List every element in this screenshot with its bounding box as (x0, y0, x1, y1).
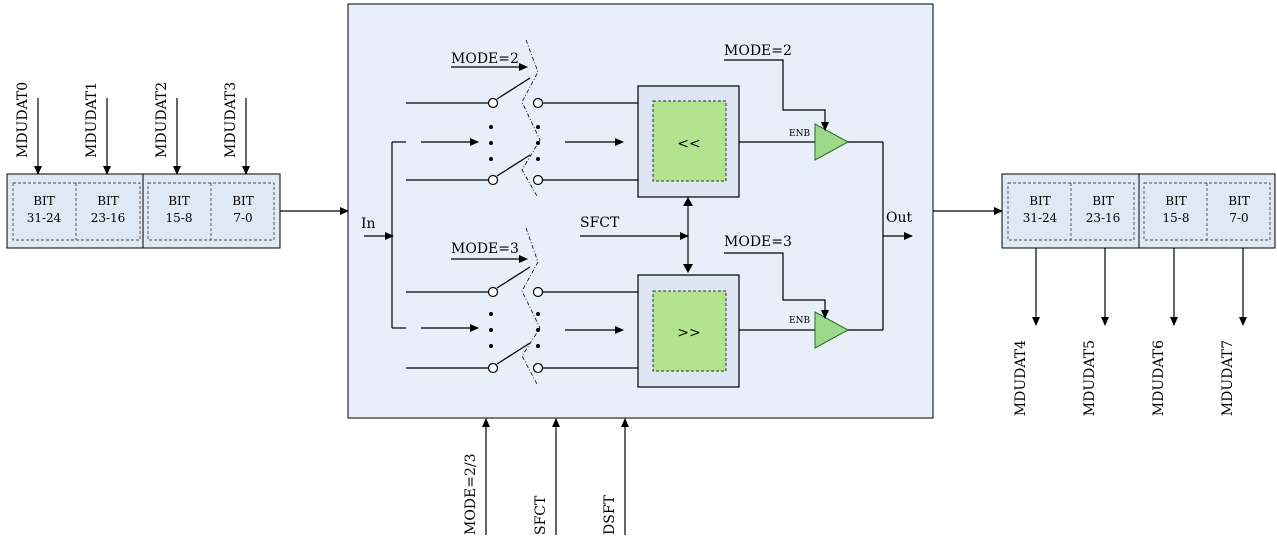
label-mdudat4: MDUDAT4 (1013, 340, 1029, 416)
out-field-1-bottom: 31-24 (1023, 211, 1058, 225)
label-dsft: DSFT (602, 494, 618, 535)
out-field-4-top: BIT (1228, 194, 1250, 208)
input-register: BIT 31-24 BIT 23-16 BIT 15-8 BIT 7-0 MDU… (6, 82, 281, 249)
in-field-1-bottom: 31-24 (27, 211, 62, 225)
out-label: Out (886, 210, 912, 226)
lower-enb-label: ENB (789, 316, 810, 326)
label-sfct: SFCT (533, 495, 549, 535)
in-label: In (361, 216, 376, 232)
label-mdudat3: MDUDAT3 (223, 82, 239, 158)
output-register: BIT 31-24 BIT 23-16 BIT 15-8 BIT 7-0 MDU… (1001, 173, 1276, 416)
left-shifter-core (652, 100, 727, 182)
lower-enable-line (724, 252, 829, 319)
label-mdudat5: MDUDAT5 (1082, 340, 1098, 416)
upper-enb-label: ENB (789, 129, 810, 139)
label-mdudat7: MDUDAT7 (1220, 340, 1236, 416)
out-field-3-bottom: 15-8 (1163, 211, 1190, 225)
in-field-4-top: BIT (232, 194, 254, 208)
lower-gang-link (521, 227, 541, 385)
lower-switch-mode-label: MODE=3 (451, 241, 519, 257)
upper-enable-mode-label: MODE=2 (724, 43, 792, 59)
right-shifter: >> (637, 274, 740, 388)
sfct-internal-label: SFCT (580, 215, 620, 231)
shift-left-symbol: << (677, 136, 700, 152)
input-register-high-frame (12, 182, 141, 241)
out-field-4-bottom: 7-0 (1229, 211, 1248, 225)
right-shifter-core (652, 290, 727, 372)
left-shifter: << (637, 85, 740, 198)
lower-enable-mode-label: MODE=3 (724, 234, 792, 250)
upper-gang-link (521, 39, 541, 197)
out-field-2-top: BIT (1092, 194, 1114, 208)
label-mdudat2: MDUDAT2 (154, 82, 170, 158)
in-field-3-bottom: 15-8 (166, 211, 193, 225)
upper-enable-buffer (814, 123, 850, 161)
in-field-4-bottom: 7-0 (233, 211, 252, 225)
label-mdudat0: MDUDAT0 (15, 82, 31, 158)
out-field-3-top: BIT (1165, 194, 1187, 208)
out-field-1-top: BIT (1029, 194, 1051, 208)
in-field-2-top: BIT (97, 194, 119, 208)
upper-switch-mode-label: MODE=2 (451, 51, 519, 67)
in-field-1-top: BIT (33, 194, 55, 208)
lower-switch-bank: MODE=3 (406, 227, 638, 385)
upper-switch-bank: MODE=2 (406, 39, 638, 197)
label-mdudat6: MDUDAT6 (1151, 340, 1167, 416)
out-field-2-bottom: 23-16 (1086, 211, 1121, 225)
input-register-word-low (142, 173, 281, 249)
bottom-control-inputs: MODE=2/3 SFCT DSFT (463, 418, 629, 535)
label-mode-2-3: MODE=2/3 (463, 453, 479, 535)
shift-unit-block: In MODE=2 (347, 3, 934, 419)
label-mdudat1: MDUDAT1 (84, 82, 100, 158)
upper-enable-line (724, 59, 829, 131)
shift-right-symbol: >> (677, 325, 700, 341)
input-register-word-high (6, 173, 144, 249)
in-field-3-top: BIT (168, 194, 190, 208)
in-field-2-bottom: 23-16 (91, 211, 126, 225)
lower-enable-buffer (814, 311, 850, 349)
